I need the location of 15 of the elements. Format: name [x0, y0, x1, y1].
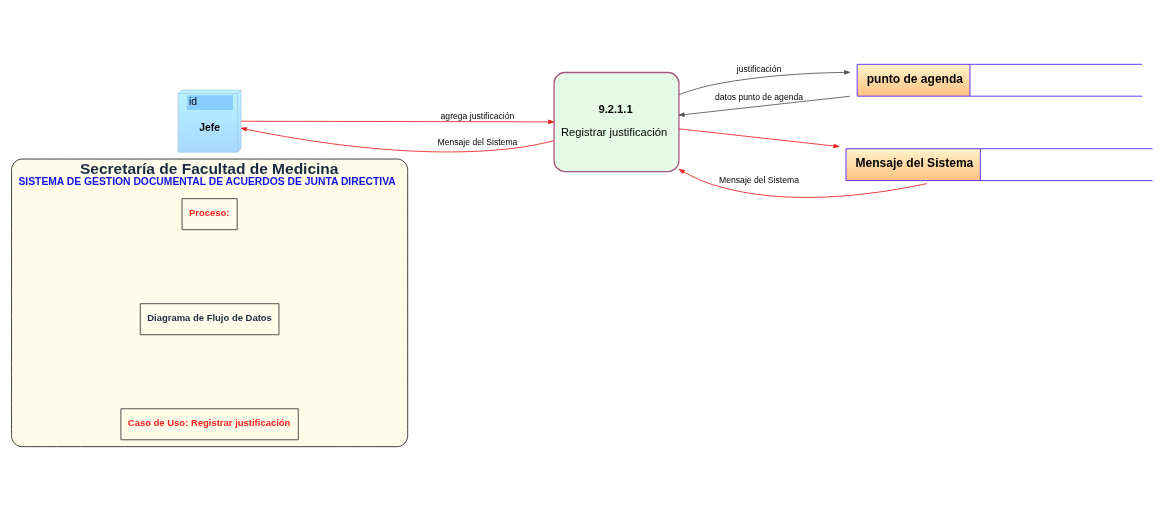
node-box: 9.2.1.1 Registrar justificación — [553, 71, 680, 173]
node-box: Diagrama de Flujo de Datos — [139, 303, 280, 336]
node-box: Proceso: — [181, 198, 238, 231]
edge-label: Mensaje del Sistema — [437, 137, 518, 148]
arrow — [240, 127, 555, 153]
edge-label: agrega justificación — [440, 111, 515, 122]
edge-label: datos punto de agenda — [714, 91, 804, 102]
arrow — [240, 119, 555, 125]
arrow — [678, 95, 851, 117]
arrow — [678, 168, 928, 198]
arrow — [678, 128, 840, 149]
edge-label: Mensaje del Sistema — [719, 175, 799, 186]
node-box: Caso de Uso: Registrar justificación — [120, 408, 299, 441]
edge-label: justificación — [736, 64, 782, 75]
arrow — [678, 70, 851, 95]
